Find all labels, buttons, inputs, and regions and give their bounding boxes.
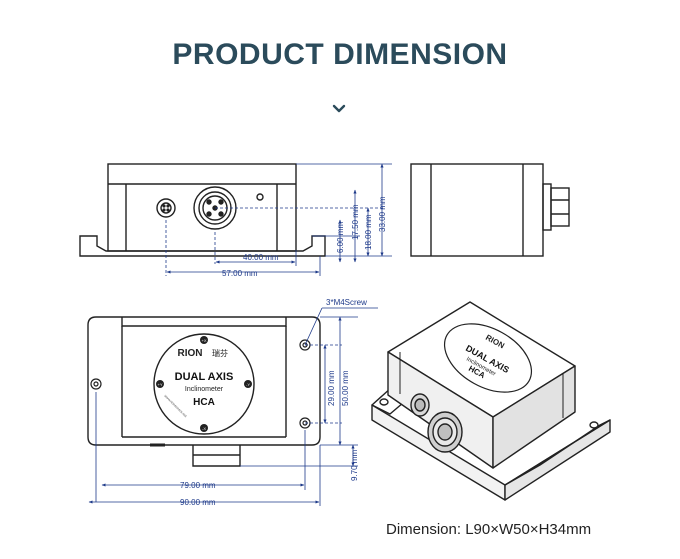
dim-29mm: 29.00 mm [327, 370, 336, 406]
dim-17-5mm: 17.50 mm [351, 204, 360, 240]
dim-90mm: 90.00 mm [180, 498, 216, 507]
top-label: RION 瑞芬 DUAL AXIS Inclinometer HCA www.r… [153, 333, 255, 435]
chevron-down-icon[interactable] [331, 103, 347, 115]
axis-plus-y: +Y [157, 382, 162, 387]
top-label-model: HCA [193, 397, 215, 408]
iso-label: RION DUAL AXIS Inclinometer HCA [443, 323, 533, 393]
dim-9-7mm: 9.70 mm [350, 450, 359, 481]
front-view [79, 163, 326, 257]
dim-6mm: 6.00 mm [336, 222, 345, 253]
top-label-title: DUAL AXIS [175, 371, 234, 383]
top-view [87, 316, 321, 467]
page-title: PRODUCT DIMENSION [172, 38, 508, 71]
small-connector [156, 198, 176, 218]
dim-57mm: 57.00 mm [222, 269, 258, 278]
screw-label: 3*M4Screw [326, 298, 367, 307]
dim-33mm: 33.00 mm [378, 196, 387, 232]
axis-plus-x: +X [201, 338, 206, 343]
side-view [410, 163, 570, 257]
dimension-caption: Dimension: L90×W50×H34mm [386, 521, 592, 538]
axis-minus-y: -Y [246, 382, 250, 387]
axis-minus-x: -X [202, 426, 206, 431]
front-body [107, 163, 297, 252]
dim-18mm: 18.00 mm [364, 214, 373, 250]
top-label-brand: RION [178, 348, 203, 359]
top-label-cn: 瑞芬 [212, 348, 228, 358]
dim-40mm: 40.00 mm [243, 253, 279, 262]
dim-79mm: 79.00 mm [180, 481, 216, 490]
mount-hole-left [90, 378, 102, 390]
top-label-sub: Inclinometer [185, 386, 224, 393]
front-base [79, 235, 326, 257]
dim-50mm: 50.00 mm [341, 370, 350, 406]
